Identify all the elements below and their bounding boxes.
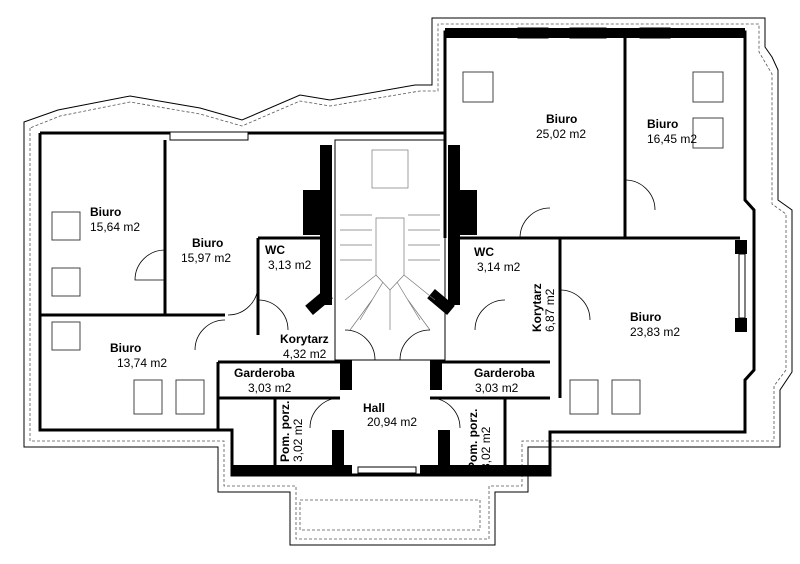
exterior-walls (38, 27, 756, 477)
room-name: Hall (363, 401, 385, 415)
room-labels: Biuro 15,64 m2 Biuro 15,97 m2 Biuro 13,7… (90, 112, 697, 470)
room-hall: Hall 20,94 m2 (363, 401, 417, 429)
room-area: 3,03 m2 (475, 381, 519, 395)
room-name: Biuro (192, 236, 223, 250)
skylights (51, 71, 724, 415)
room-area: 25,02 m2 (536, 127, 586, 141)
room-biuro-3: Biuro 13,74 m2 (110, 341, 167, 370)
room-name: Garderoba (474, 366, 535, 380)
room-area: 15,97 m2 (181, 251, 231, 265)
room-pom-porz-right: Pom. porz. 3,02 m2 (466, 409, 493, 470)
room-biuro-2: Biuro 15,97 m2 (181, 236, 231, 265)
room-name: WC (265, 243, 285, 257)
room-biuro-4: Biuro 25,02 m2 (536, 112, 586, 141)
room-name: Korytarz (280, 332, 329, 346)
room-area: 3,02 m2 (479, 426, 493, 470)
room-area: 13,74 m2 (117, 356, 167, 370)
room-name: Biuro (546, 112, 577, 126)
room-garderoba-left: Garderoba 3,03 m2 (234, 366, 295, 395)
room-name: Biuro (110, 341, 141, 355)
room-biuro-5: Biuro 16,45 m2 (647, 117, 697, 146)
room-area: 3,14 m2 (477, 260, 521, 274)
room-area: 3,02 m2 (291, 418, 305, 462)
room-area: 15,64 m2 (90, 220, 140, 234)
room-name: WC (474, 245, 494, 259)
room-biuro-6: Biuro 23,83 m2 (630, 310, 680, 339)
room-wc-right: WC 3,14 m2 (474, 245, 521, 274)
room-name: Pom. porz. (278, 401, 292, 462)
room-korytarz-right: Korytarz 6,87 m2 (530, 283, 557, 332)
room-name: Garderoba (234, 366, 295, 380)
room-biuro-1: Biuro 15,64 m2 (90, 205, 140, 234)
room-area: 20,94 m2 (367, 415, 417, 429)
room-area: 4,32 m2 (283, 347, 327, 361)
room-name: Korytarz (530, 283, 544, 332)
room-area: 6,87 m2 (543, 288, 557, 332)
room-wc-left: WC 3,13 m2 (265, 243, 312, 272)
roof-outline (23, 17, 793, 546)
room-korytarz-left: Korytarz 4,32 m2 (280, 332, 329, 361)
staircase (334, 139, 446, 361)
room-area: 16,45 m2 (647, 132, 697, 146)
room-area: 3,13 m2 (268, 258, 312, 272)
room-name: Biuro (630, 310, 661, 324)
room-area: 23,83 m2 (630, 325, 680, 339)
room-name: Biuro (90, 205, 121, 219)
room-area: 3,03 m2 (248, 381, 292, 395)
room-garderoba-right: Garderoba 3,03 m2 (474, 366, 535, 395)
structural-columns (303, 145, 477, 470)
doors (134, 179, 656, 429)
room-pom-porz-left: Pom. porz. 3,02 m2 (278, 401, 305, 462)
room-name: Pom. porz. (466, 409, 480, 470)
room-name: Biuro (647, 117, 678, 131)
